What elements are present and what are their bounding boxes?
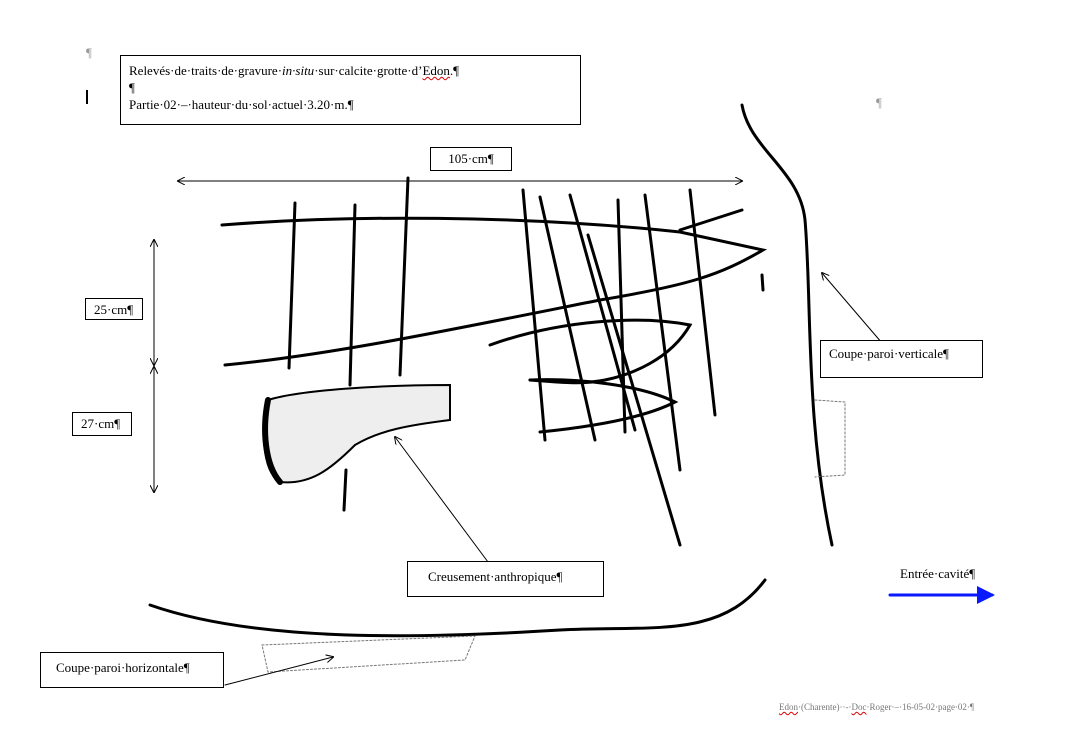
title-end: .¶	[449, 63, 460, 78]
title-text: Relevés·de·traits·de·gravure·	[129, 63, 283, 78]
footer-site: Edon	[779, 702, 798, 712]
subtitle: Partie·02·–·hauteur·du·sol·actuel·3.20·m…	[129, 97, 354, 112]
height-label-upper[interactable]: 25·cm¶	[85, 298, 143, 320]
footer-text: ·Roger·–·16-05-02·page·02·¶	[866, 702, 975, 712]
title-box[interactable]: Relevés·de·traits·de·gravure·in·situ·sur…	[120, 55, 581, 125]
title-text: ·sur·calcite·grotte·d’	[314, 63, 423, 78]
pilcrow: ¶	[86, 45, 92, 60]
blank-line: ¶	[129, 80, 135, 95]
horizontal-wall-label[interactable]: Coupe·paroi·horizontale¶	[40, 652, 224, 688]
height-label-lower[interactable]: 27·cm¶	[72, 412, 132, 436]
pilcrow: ¶	[876, 95, 882, 110]
engraving-lines	[148, 103, 834, 638]
vertical-wall-label[interactable]: Coupe·paroi·verticale¶	[820, 340, 983, 378]
width-label[interactable]: 105·cm¶	[430, 147, 512, 171]
site-name: Edon	[422, 63, 450, 78]
text-cursor	[86, 90, 88, 104]
anthropic-hollow	[262, 383, 451, 484]
page-footer: Edon·(Charente)··-·Doc·Roger·–·16-05-02·…	[779, 702, 974, 712]
footer-text: ·(Charente)··-·	[798, 702, 852, 712]
footer-doc: Doc	[851, 702, 867, 712]
title-italic: in·situ	[282, 63, 315, 78]
entrance-label: Entrée·cavité¶	[900, 566, 976, 581]
anthropic-label[interactable]: Creusement·anthropique¶	[407, 561, 604, 597]
